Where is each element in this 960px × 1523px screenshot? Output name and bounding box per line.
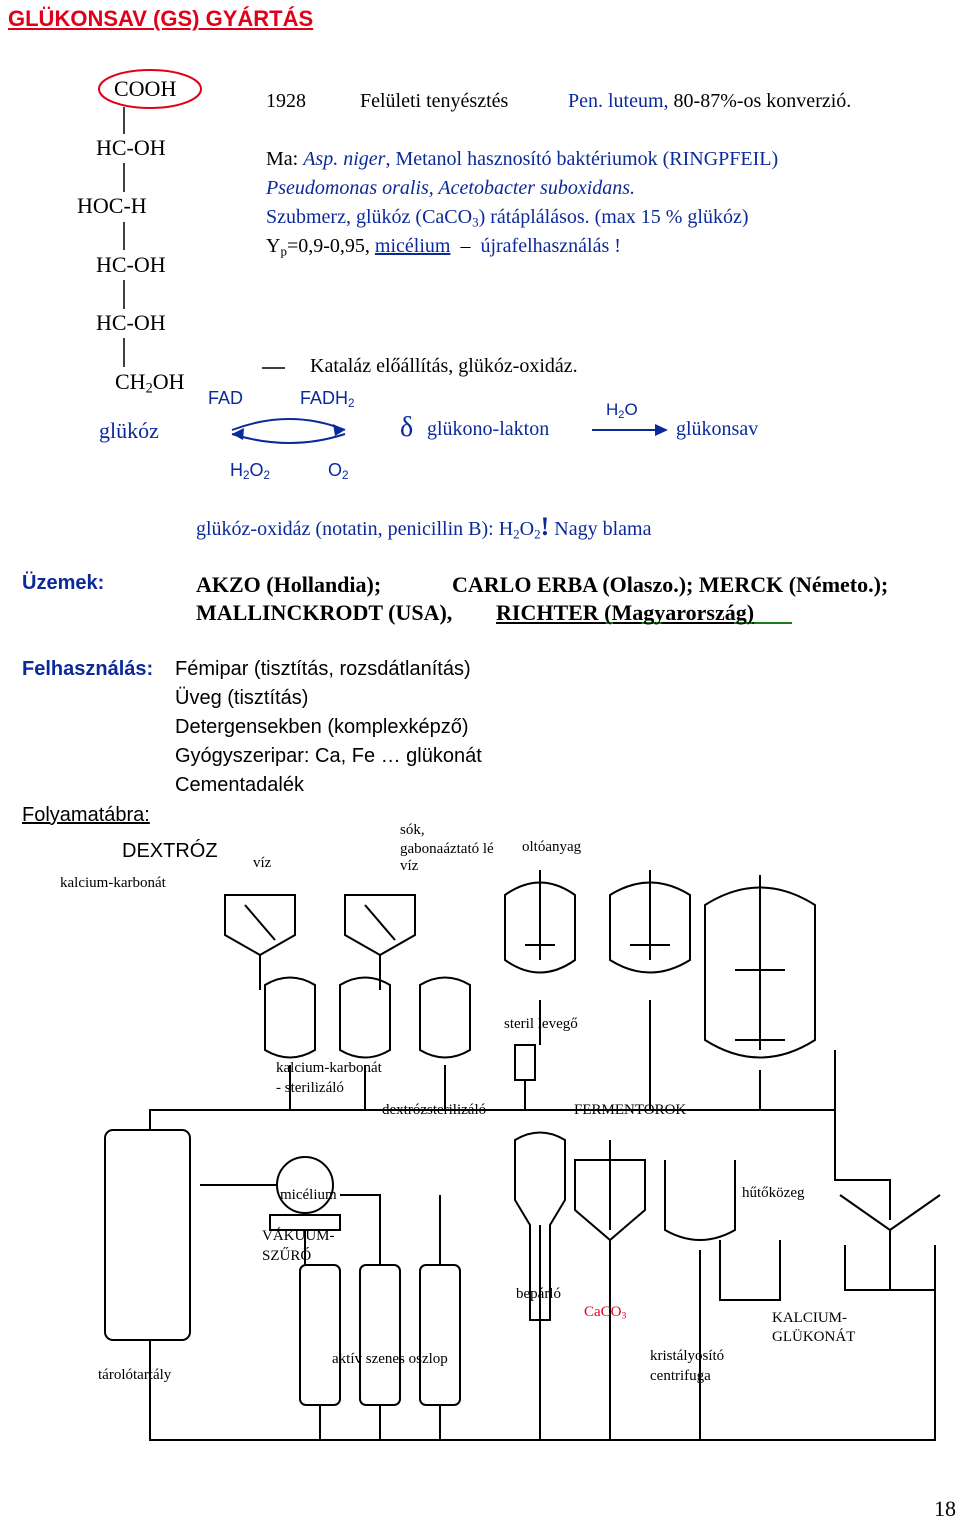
label-salts-2: gabonaáztató lé <box>400 841 494 857</box>
usage-item-5: Cementadalék <box>175 774 304 796</box>
group-cooh: COOH <box>114 76 177 101</box>
usage-item-1: Fémipar (tisztítás, rozsdátlanítás) <box>175 658 471 680</box>
label-crystallizer-2: centrifuga <box>650 1368 711 1384</box>
label-inoculum: oltóanyag <box>522 839 582 855</box>
label-caco3-feed: CaCO3 <box>584 1304 627 1322</box>
plants-carlo-merck: CARLO ERBA (Olaszo.); MERCK (Németo.); <box>452 572 889 597</box>
usage-label: Felhasználás: <box>22 658 154 680</box>
mixing-tank-1 <box>224 894 296 990</box>
label-storage-tank: tárolótartály <box>98 1367 172 1383</box>
mixing-tank-2 <box>344 894 416 990</box>
today-line4: Yp=0,9-0,95, micélium – újrafelhasználás… <box>266 235 621 259</box>
hydrolysis-arrowhead <box>655 424 668 436</box>
water-label: H2O <box>606 400 638 421</box>
label-salts-3: víz <box>400 858 419 874</box>
today-line1: Ma: Asp. niger, Metanol hasznosító bakté… <box>266 148 779 170</box>
usage-item-2: Üveg (tisztítás) <box>175 687 309 709</box>
history-year: 1928 <box>266 90 306 112</box>
o2-label: O2 <box>328 460 349 482</box>
carbon-column-1 <box>299 1264 341 1406</box>
seed-fermenter-2 <box>609 870 691 974</box>
product-label: glükonsav <box>676 418 759 440</box>
arrowhead-left <box>232 428 244 440</box>
label-evaporator: bepárló <box>516 1286 561 1302</box>
process-flow-diagram <box>104 870 941 1441</box>
h2o2-label: H2O2 <box>230 460 271 482</box>
label-product-2: GLÜKONÁT <box>772 1329 856 1345</box>
arrowhead-right <box>333 424 345 436</box>
dextrose-sterilizer-a <box>339 976 391 1059</box>
usage-item-4: Gyógyszeripar: Ca, Fe … glükonát <box>175 745 482 767</box>
label-dextroz: DEXTRÓZ <box>122 840 218 862</box>
page-title: GLÜKONSAV (GS) GYÁRTÁS <box>8 6 314 31</box>
enzyme-note: glükóz-oxidáz (notatin, penicillin B): H… <box>196 512 652 542</box>
usage-item-3: Detergensekben (komplexképző) <box>175 716 469 738</box>
label-vacuum-2: SZŰRŐ <box>262 1248 312 1264</box>
label-dextrose-sterilizer: dextrózsterilizáló <box>382 1102 487 1118</box>
label-coolant: hűtőközeg <box>742 1185 805 1201</box>
today-line2: Pseudomonas oralis, Acetobacter suboxida… <box>266 177 636 199</box>
label-fermenters: FERMENTOROK <box>574 1102 687 1118</box>
label-carbon-column: aktív szenes oszlop <box>332 1351 448 1367</box>
label-water-1: víz <box>253 855 272 871</box>
fad-arc-top <box>231 418 346 431</box>
storage-tank <box>104 1129 191 1341</box>
today-line3: Szubmerz, glükóz (CaCO3) rátáplálásos. (… <box>266 206 749 230</box>
label-vacuum-1: VÁKUUM- <box>262 1228 335 1244</box>
plants-label: Üzemek: <box>22 572 105 594</box>
group-hcoh-2: HC-OH <box>96 252 166 277</box>
centrifuge <box>839 1194 941 1291</box>
group-hcoh-3: HC-OH <box>96 310 166 335</box>
label-mycelium: micélium <box>280 1187 337 1203</box>
history-result: Pen. luteum, 80-87%-os konverzió. <box>568 90 852 112</box>
label-caco3-sterilizer-2: - sterilizáló <box>276 1080 344 1096</box>
reaction-graphics <box>98 69 792 624</box>
caco3-sterilizer <box>264 976 316 1059</box>
main-fermenter <box>704 875 816 1059</box>
label-sterile-air: steril levegő <box>504 1016 578 1032</box>
plants-richter: RICHTER (Magyarország) <box>496 600 755 625</box>
dextrose-sterilizer-b <box>419 976 471 1059</box>
cooling-vessel <box>664 1160 736 1241</box>
delta-symbol: δ <box>400 412 414 443</box>
plants-akzo: AKZO (Hollandia); <box>196 572 382 597</box>
fad-arc-bottom <box>231 433 346 444</box>
evaporator <box>514 1131 566 1321</box>
fadh2-label: FADH2 <box>300 388 355 410</box>
product-dryer <box>719 1240 781 1301</box>
label-caco3-input: kalcium-karbonát <box>60 875 166 891</box>
fad-label: FAD <box>208 388 244 408</box>
label-caco3-sterilizer-1: kalcium-karbonát <box>276 1060 382 1076</box>
history-method: Felületi tenyésztés <box>360 90 509 112</box>
flowchart-label: Folyamatábra: <box>22 804 150 826</box>
seed-fermenter-1 <box>504 870 576 974</box>
plants-mallinckrodt: MALLINCKRODT (USA), <box>196 600 453 625</box>
group-hoch: HOC-H <box>77 193 147 218</box>
label-product-1: KALCIUM- <box>772 1310 847 1326</box>
lactone-label: glükono-lakton <box>427 418 550 440</box>
group-hcoh-1: HC-OH <box>96 135 166 160</box>
carbon-column-2 <box>359 1264 401 1406</box>
crystallizer <box>574 1140 646 1242</box>
label-salts-1: sók, <box>400 822 425 838</box>
catalase-line: Kataláz előállítás, glükóz-oxidáz. <box>310 355 578 377</box>
label-crystallizer-1: kristályosító <box>650 1348 725 1364</box>
group-ch2oh: CH2OH <box>115 369 185 397</box>
cooh-highlight-circle <box>98 69 202 109</box>
air-filter <box>514 1044 536 1081</box>
carbon-column-3 <box>419 1264 461 1406</box>
pipe-collector <box>149 1050 836 1130</box>
glucose-label: glükóz <box>99 418 159 443</box>
page-number: 18 <box>934 1496 956 1521</box>
